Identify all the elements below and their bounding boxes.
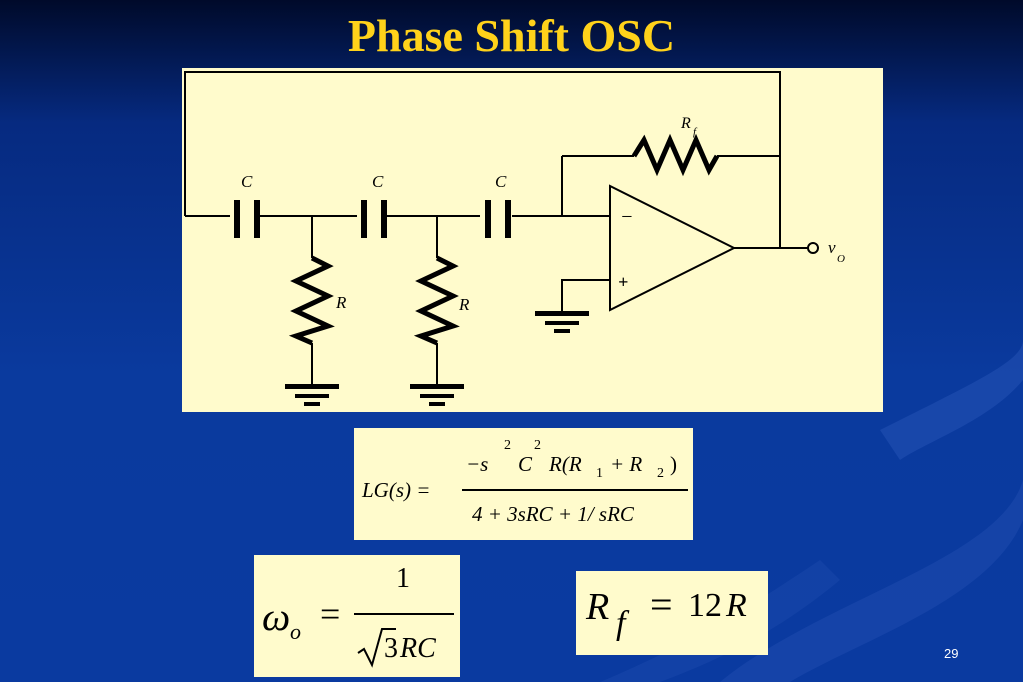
feedback-resistor-equation: R f = 12 R bbox=[576, 571, 768, 655]
resistor-shunt-2 bbox=[413, 255, 460, 346]
rf-rhs-variable: R bbox=[726, 587, 747, 624]
square-root-icon bbox=[357, 628, 396, 668]
capacitor-label-2: C bbox=[372, 172, 384, 191]
feedback-resistor-subscript: f bbox=[693, 126, 698, 138]
omega-radicand: 3 bbox=[384, 633, 398, 664]
slide-title: Phase Shift OSC bbox=[347, 10, 676, 61]
fraction-bar bbox=[462, 489, 688, 491]
feedback-resistor-label: R bbox=[680, 115, 691, 132]
omega-denominator-rc: RC bbox=[400, 633, 436, 664]
noninverting-input-sign: + bbox=[618, 272, 628, 292]
loop-gain-lhs: LG(s) = bbox=[362, 478, 431, 502]
loop-gain-denominator: 4 + 3sRC + 1/ sRC bbox=[472, 502, 634, 526]
omega-subscript: o bbox=[290, 619, 301, 644]
omega-equals: = bbox=[320, 594, 341, 634]
resistor-label-2: R bbox=[458, 295, 470, 314]
omega-fraction-bar bbox=[354, 613, 454, 615]
numerator-r2-subscript: 2 bbox=[657, 466, 664, 481]
inverting-input-sign: − bbox=[620, 206, 634, 228]
output-label: v bbox=[828, 238, 836, 257]
rf-subscript: f bbox=[616, 605, 626, 642]
resistor-feedback bbox=[631, 133, 720, 177]
output-subscript: O bbox=[837, 253, 845, 265]
op-amp bbox=[609, 184, 737, 312]
capacitor-2 bbox=[361, 200, 387, 238]
rf-rhs-number: 12 bbox=[688, 587, 722, 624]
oscillation-frequency-equation: ω o = 1 3 RC bbox=[254, 555, 460, 677]
ground-symbol-2 bbox=[410, 384, 464, 406]
numerator-s-exponent: 2 bbox=[504, 438, 511, 453]
numerator-term-c: C bbox=[518, 452, 533, 476]
omega-symbol: ω bbox=[262, 594, 291, 639]
capacitor-label-3: C bbox=[495, 172, 507, 191]
numerator-term-r2: + R bbox=[610, 452, 643, 476]
numerator-r1-subscript: 1 bbox=[596, 466, 603, 481]
page-number: 29 bbox=[944, 646, 959, 661]
output-terminal bbox=[807, 242, 819, 254]
circuit-diagram: − + C C C R R R f v O bbox=[182, 68, 883, 412]
loop-gain-equation: LG(s) = −s 2 C 2 R(R 1 + R 2 ) 4 + 3sRC … bbox=[354, 428, 693, 540]
ground-symbol-1 bbox=[285, 384, 339, 406]
rf-symbol: R bbox=[586, 586, 610, 628]
rf-equals: = bbox=[650, 582, 673, 627]
omega-numerator: 1 bbox=[396, 563, 410, 594]
numerator-term-r: R(R bbox=[549, 452, 582, 476]
resistor-shunt-1 bbox=[288, 255, 335, 346]
resistor-label-1: R bbox=[335, 293, 347, 312]
ground-symbol-3 bbox=[535, 311, 589, 333]
capacitor-label-1: C bbox=[241, 172, 253, 191]
numerator-c-exponent: 2 bbox=[534, 438, 541, 453]
capacitor-3 bbox=[485, 200, 511, 238]
outer-feedback-wire bbox=[184, 71, 781, 248]
capacitor-1 bbox=[234, 200, 260, 238]
numerator-close-paren: ) bbox=[670, 452, 677, 476]
circuit-schematic: − + C C C R R R f v O bbox=[184, 71, 845, 406]
numerator-term-s: −s bbox=[466, 452, 489, 476]
